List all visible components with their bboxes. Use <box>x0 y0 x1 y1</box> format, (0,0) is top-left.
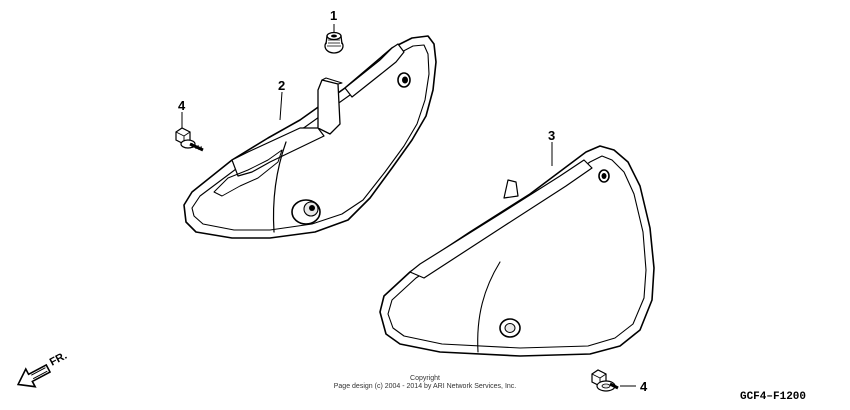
leader-lines <box>181 24 636 387</box>
copyright-line-2: Page design (c) 2004 - 2014 by ARI Netwo… <box>333 383 517 390</box>
grommet[interactable] <box>324 31 344 54</box>
right-side-cover[interactable] <box>379 145 655 357</box>
callout-part-2: 2 <box>278 78 285 93</box>
bolt-left[interactable] <box>175 127 204 152</box>
front-arrow-icon <box>16 363 52 388</box>
front-label: FR. <box>48 350 69 369</box>
callout-part-3: 3 <box>548 128 555 143</box>
left-side-cover[interactable] <box>183 35 437 239</box>
copyright-line-1: Copyright <box>410 375 440 382</box>
diagram-code: GCF4–F1200 <box>739 391 806 403</box>
callout-part-4-left: 4 <box>178 98 186 113</box>
callout-part-1: 1 <box>330 8 337 23</box>
bolt-right[interactable] <box>591 369 619 392</box>
callout-part-4-right: 4 <box>640 379 648 394</box>
